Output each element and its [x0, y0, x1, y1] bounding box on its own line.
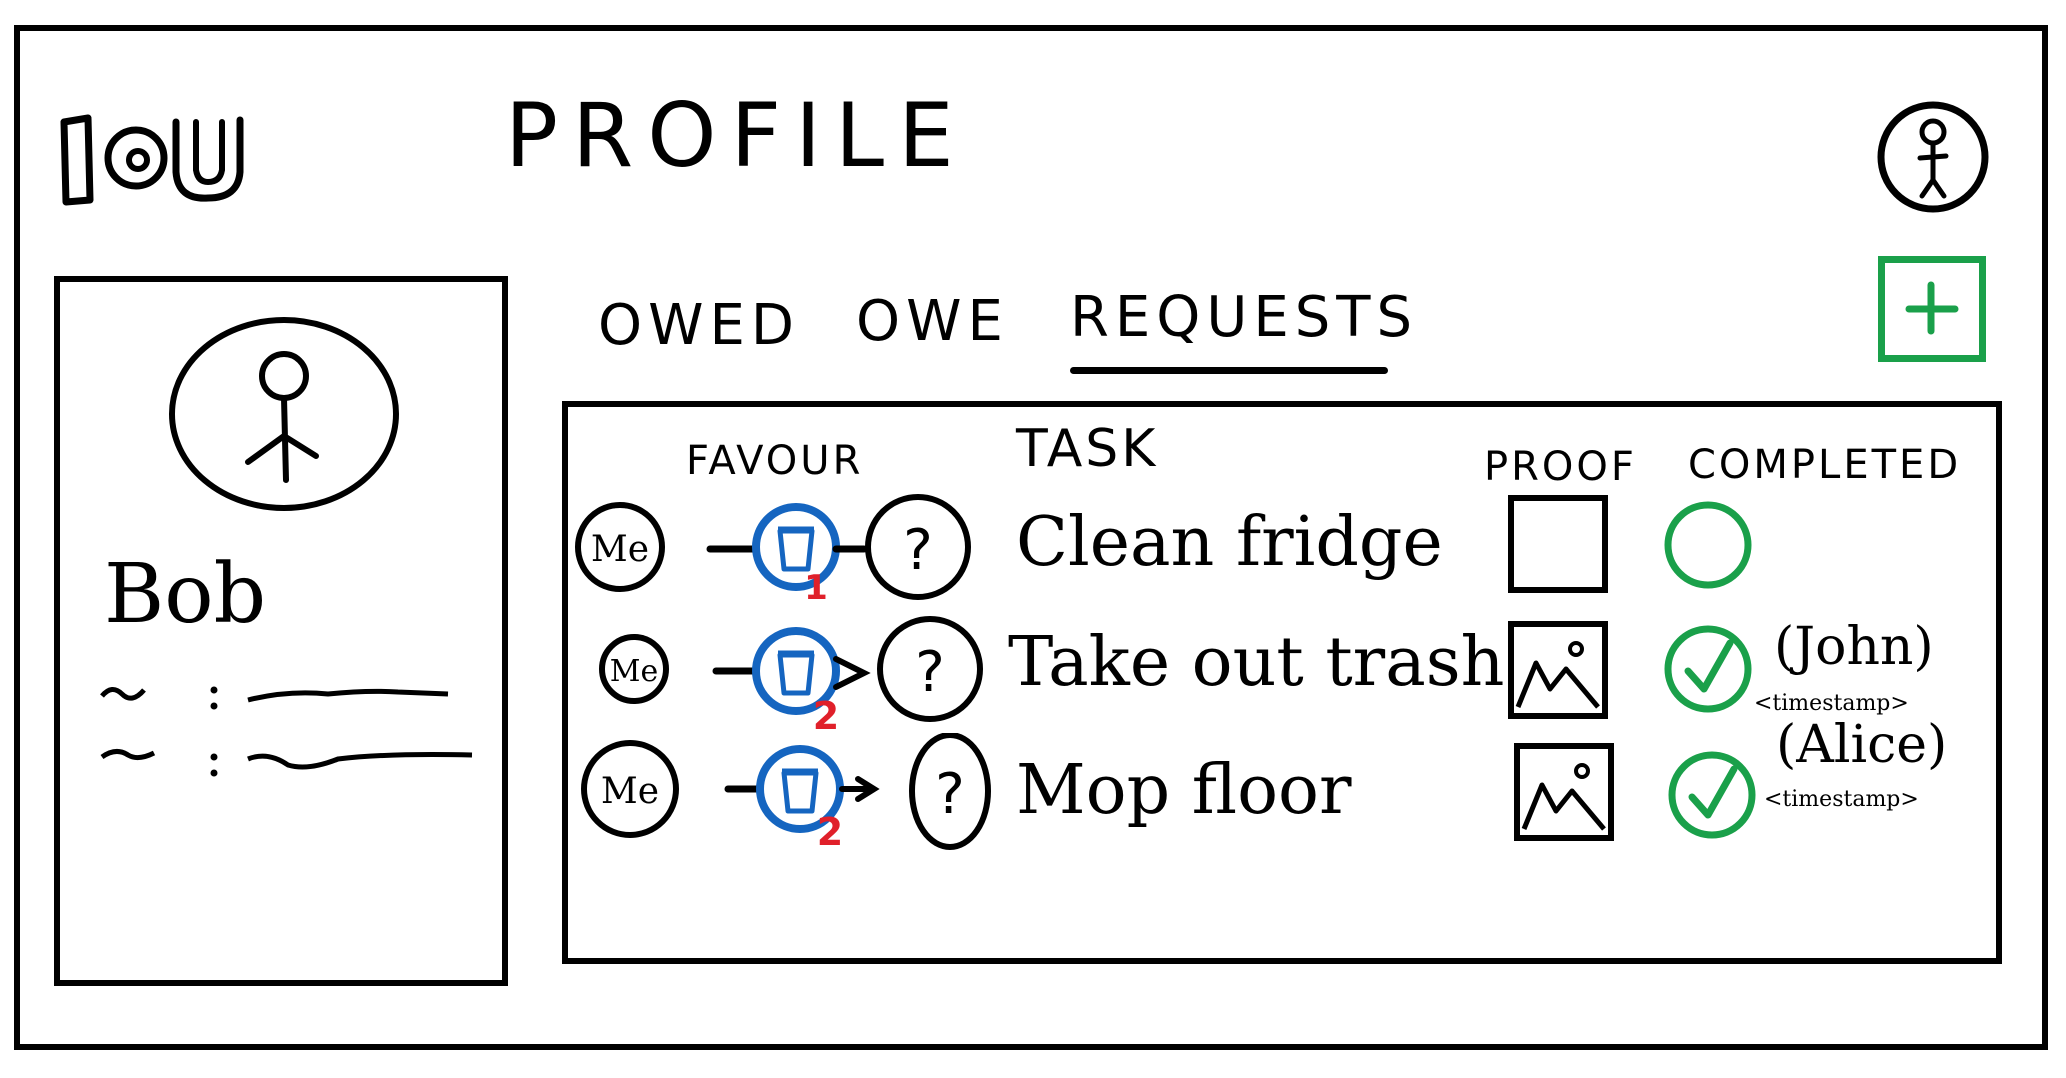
completed-by: (John): [1774, 617, 1934, 677]
iou-logo: [60, 114, 244, 206]
requests-table: FAVOUR TASK PROOF COMPLETED Me 1 ? Clean…: [562, 401, 2002, 964]
task-text: Take out trash: [1008, 623, 1505, 702]
svg-text:Me: Me: [601, 771, 659, 812]
favour-chain: Me 2 ?: [581, 733, 991, 854]
profile-detail-row: [100, 749, 473, 777]
svg-text:2: 2: [817, 810, 843, 854]
tab-owed[interactable]: OWED: [598, 293, 800, 358]
header-completed: COMPLETED: [1688, 442, 1962, 488]
add-request-button[interactable]: [1878, 256, 1986, 362]
header-favour: FAVOUR: [686, 438, 864, 484]
table-row[interactable]: Me 2 ? Mop floor (Alice) <t: [568, 719, 1996, 863]
proof-empty[interactable]: [1508, 495, 1608, 593]
tab-requests[interactable]: REQUESTS: [1070, 285, 1419, 374]
user-avatar-icon[interactable]: [1876, 100, 1991, 215]
table-row[interactable]: Me 1 ? Clean fridge: [568, 477, 1996, 607]
unknown-user-icon: ?: [865, 494, 971, 600]
page-title: PROFILE: [505, 84, 968, 187]
task-text: Mop floor: [1016, 751, 1352, 830]
cup-icon: [752, 627, 840, 715]
tab-owe[interactable]: OWE: [856, 289, 1009, 354]
image-icon: [1521, 763, 1606, 831]
svg-text:?: ?: [935, 762, 965, 827]
svg-text:2: 2: [813, 694, 839, 735]
completed-check-icon[interactable]: [1664, 747, 1760, 843]
header-task: TASK: [1016, 419, 1159, 479]
me-avatar-icon: Me: [599, 634, 669, 704]
svg-text:?: ?: [915, 640, 945, 705]
profile-avatar-icon: [169, 317, 399, 511]
svg-text:?: ?: [903, 518, 933, 583]
favour-chain: Me 2 ?: [599, 616, 983, 735]
profile-card: Bob: [54, 276, 508, 986]
image-icon: [1515, 641, 1600, 709]
me-avatar-icon: Me: [575, 502, 665, 592]
svg-text:Me: Me: [591, 529, 649, 570]
unknown-user-icon: ?: [909, 733, 991, 850]
incomplete-circle-icon[interactable]: [1660, 497, 1756, 593]
cup-icon: [756, 745, 844, 833]
task-text: Clean fridge: [1016, 503, 1443, 582]
completed-by: (Alice): [1776, 715, 1948, 775]
proof-image[interactable]: [1508, 621, 1608, 719]
svg-text:1: 1: [804, 568, 828, 607]
profile-name: Bob: [104, 547, 267, 642]
completed-timestamp: <timestamp>: [1764, 787, 1919, 812]
me-avatar-icon: Me: [581, 740, 679, 838]
header-proof: PROOF: [1484, 444, 1637, 490]
favour-chain: Me 1 ?: [575, 494, 971, 607]
plus-icon: [1905, 281, 1959, 335]
profile-detail-row: [100, 686, 449, 710]
unknown-user-icon: ?: [877, 616, 983, 722]
completed-check-icon[interactable]: [1660, 621, 1756, 717]
table-row[interactable]: Me 2 ? Take out trash (John): [568, 605, 1996, 735]
completed-timestamp: <timestamp>: [1754, 691, 1909, 716]
svg-text:Me: Me: [610, 654, 658, 689]
proof-image[interactable]: [1514, 743, 1614, 841]
app-window: [14, 25, 2048, 1050]
